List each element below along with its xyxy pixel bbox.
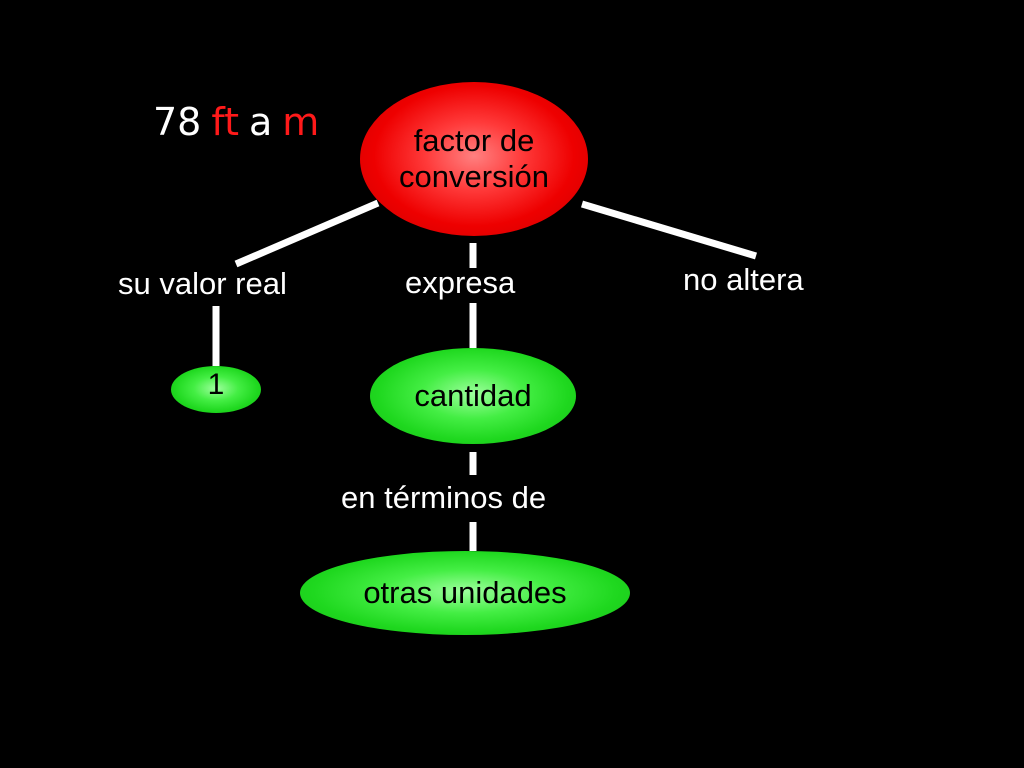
title-number: 78 (153, 100, 202, 144)
line-center-to-su-valor-real (234, 199, 380, 268)
node-factor-de-conversion-label: factor de conversión (399, 123, 549, 194)
node-factor-de-conversion: factor de conversión (360, 82, 588, 236)
node-one-label: 1 (207, 368, 225, 402)
node-cantidad: cantidad (370, 348, 576, 444)
label-en-terminos-de: en términos de (341, 480, 547, 515)
node-otras-unidades-label: otras unidades (363, 575, 567, 611)
title-unit-from: ft (211, 100, 239, 144)
title-connector: a (248, 100, 273, 144)
title-unit-to: m (282, 100, 320, 144)
label-expresa: expresa (405, 265, 516, 300)
node-otras-unidades: otras unidades (300, 551, 630, 635)
node-one: 1 (171, 366, 261, 413)
label-su-valor-real: su valor real (118, 266, 287, 301)
label-no-altera: no altera (683, 262, 804, 297)
line-center-to-no-altera (580, 200, 758, 260)
node-cantidad-label: cantidad (414, 378, 532, 414)
